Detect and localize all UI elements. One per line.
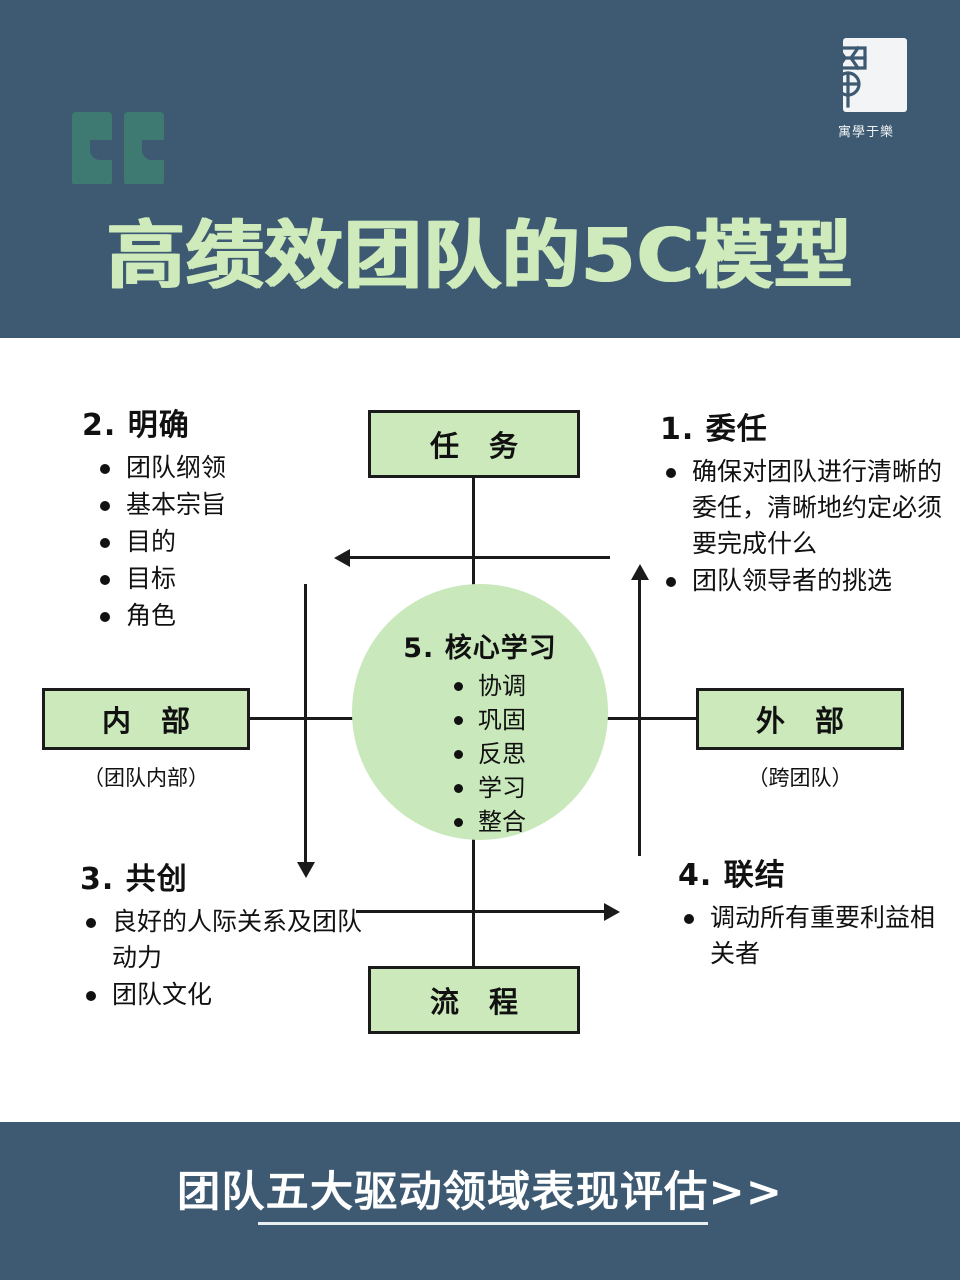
list-item: 目标 [94,561,382,597]
footer-cta-label[interactable]: 团队五大驱动领域表现评估>> [176,1167,784,1216]
quadrant-cocreate: 3. 共创 良好的人际关系及团队动力 团队文化 [80,854,380,1014]
list-item: 角色 [94,598,382,634]
list-item: 团队文化 [80,977,380,1013]
seal-glyph-icon [829,45,867,108]
seal-stamp-icon [825,38,907,116]
connector-task-to-core [472,478,475,594]
quadrant-clarify-title: 2. 明确 [82,408,190,443]
arrow-right-head-up-icon [631,564,649,580]
box-process[interactable]: 流 程 [359,966,580,1043]
header-banner: 寓學于樂 高绩效团队的5C模型 [0,0,960,338]
core-learning-circle [352,584,608,840]
quadrant-commission: 1. 委任 确保对团队进行清晰的委任，清晰地约定必须要完成什么 团队领导者的挑选 [660,404,950,600]
quadrant-clarify-list: 团队纲领 基本宗旨 目的 目标 角色 [94,450,382,634]
arrow-bottom-line [356,910,606,913]
quote-notch-right [142,140,164,160]
quadrant-cocreate-title: 3. 共创 [80,862,188,897]
list-item: 协调 [452,669,526,703]
arrow-top-line [348,556,610,559]
list-item: 反思 [452,737,526,771]
list-item: 调动所有重要利益相关者 [678,900,958,972]
list-item: 巩固 [452,703,526,737]
box-internal-caption: （团队内部） [83,766,209,790]
arrow-top-head-left-icon [334,549,350,567]
quadrant-connect: 4. 联结 调动所有重要利益相关者 [678,850,958,973]
brand-logo: 寓學于樂 [820,38,912,148]
quadrant-cocreate-list: 良好的人际关系及团队动力 团队文化 [80,904,380,1013]
list-item: 整合 [452,805,526,839]
box-external[interactable]: 外 部 [696,688,915,757]
diagram-canvas: 任 务 内 部 （团队内部） 外 部 （跨团队） 流 程 5. 核心学习 协调 … [0,338,960,1122]
box-internal[interactable]: 内 部 [31,688,250,757]
list-item: 目的 [94,524,382,560]
quadrant-clarify: 2. 明确 团队纲领 基本宗旨 目的 目标 角色 [82,400,382,635]
connector-core-to-process [472,832,475,966]
box-task[interactable]: 任 务 [359,410,580,487]
logo-caption: 寓學于樂 [837,125,894,140]
box-external-caption: （跨团队） [747,766,853,790]
core-learning-title: 5. 核心学习 [403,633,557,664]
list-item: 基本宗旨 [94,487,382,523]
arrow-left-head-down-icon [297,862,315,878]
connector-core-to-external [588,717,700,720]
quadrant-commission-title: 1. 委任 [660,412,768,447]
list-item: 团队领导者的挑选 [660,563,950,599]
quadrant-connect-list: 调动所有重要利益相关者 [678,900,958,972]
list-item: 团队纲领 [94,450,382,486]
arrow-right-line [638,578,641,856]
quotation-mark-icon [72,112,164,184]
list-item: 学习 [452,771,526,805]
quadrant-commission-list: 确保对团队进行清晰的委任，清晰地约定必须要完成什么 团队领导者的挑选 [660,454,950,599]
footer-banner: 团队五大驱动领域表现评估>> [0,1122,960,1280]
arrow-left-line [304,584,307,864]
footer-underline [258,1222,708,1225]
core-learning-list: 协调 巩固 反思 学习 整合 [434,669,526,839]
arrow-bottom-head-right-icon [604,903,620,921]
connector-internal-to-core [250,717,372,720]
quadrant-connect-title: 4. 联结 [678,858,786,893]
list-item: 良好的人际关系及团队动力 [80,904,380,976]
page-title: 高绩效团队的5C模型 [106,213,854,299]
core-learning-content: 5. 核心学习 协调 巩固 反思 学习 整合 [352,600,608,840]
quote-notch-left [90,140,112,160]
list-item: 确保对团队进行清晰的委任，清晰地约定必须要完成什么 [660,454,950,562]
